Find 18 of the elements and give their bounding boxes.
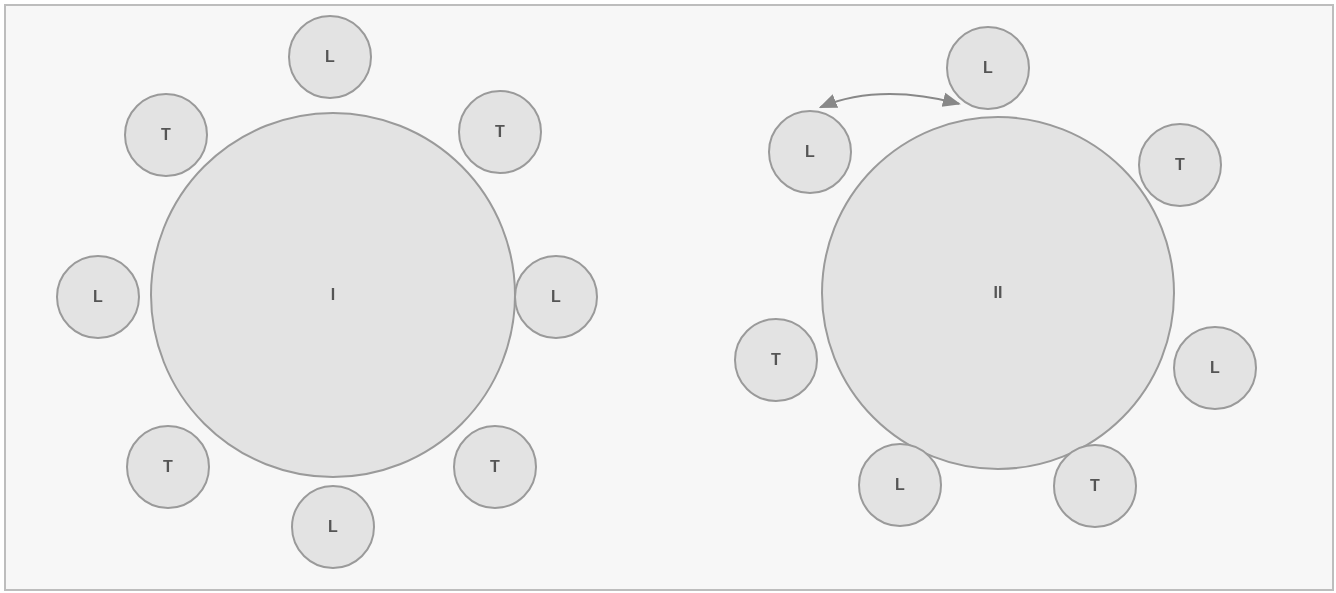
seat-label: L [983,59,993,77]
seat-label: T [1175,156,1185,174]
seat-label: T [163,458,173,476]
seat-label: L [325,48,335,66]
seat-label: T [490,458,500,476]
seat-label: L [895,476,905,494]
seat-label: T [771,351,781,369]
seat-label: L [551,288,561,306]
seat-label: T [161,126,171,144]
seat-label: L [328,518,338,536]
seat-label: T [1090,477,1100,495]
table-label: I [330,286,336,304]
table-label: II [993,284,1003,302]
seat-label: L [805,143,815,161]
double-arrow [818,93,961,109]
seat-label: T [495,123,505,141]
seat-label: L [93,288,103,306]
seat-label: L [1210,359,1220,377]
